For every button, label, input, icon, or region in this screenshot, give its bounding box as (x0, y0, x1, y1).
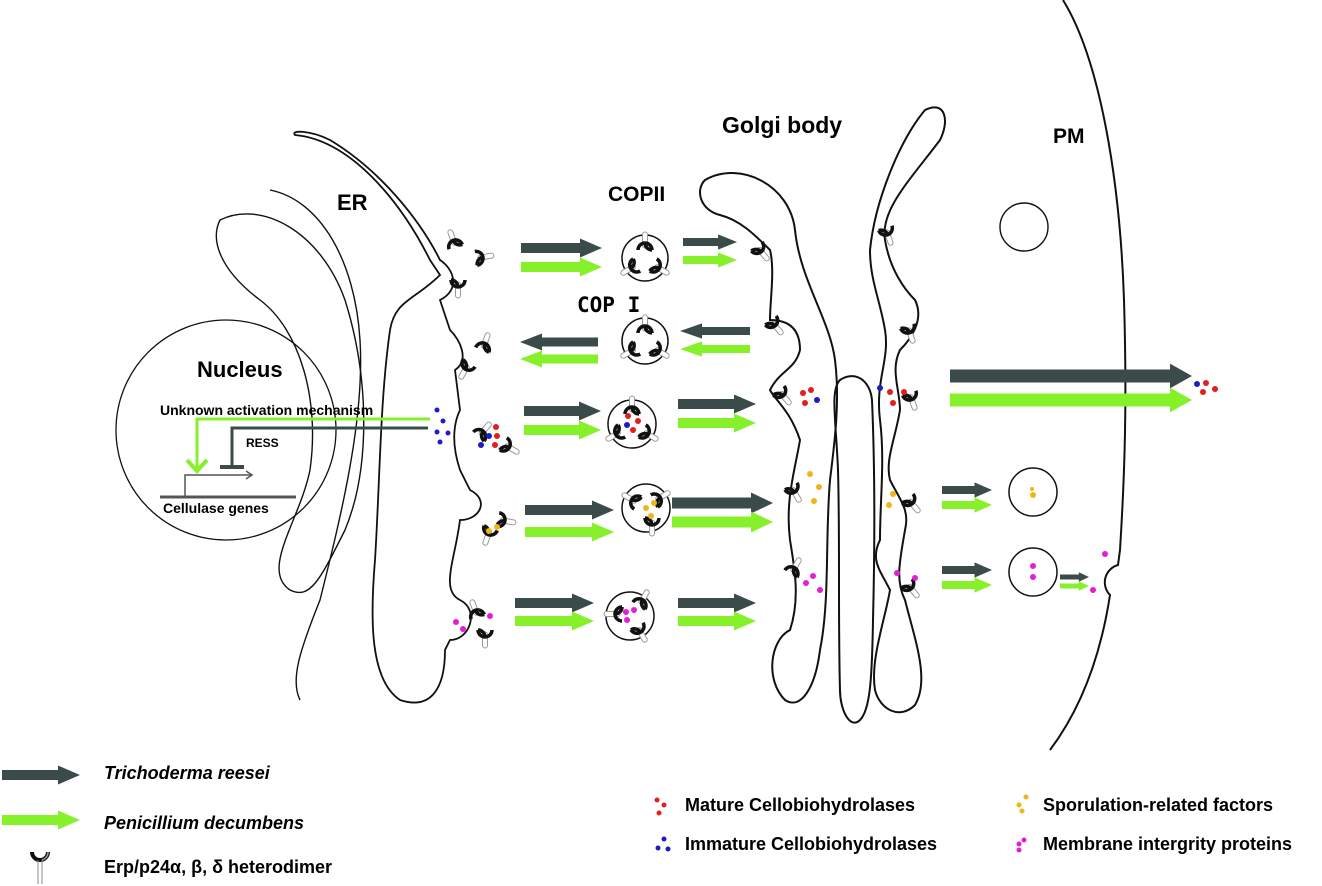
er-lobe-1 (215, 213, 365, 594)
legend-dots-immature (655, 836, 671, 852)
trichoderma-flow-arrow (520, 333, 598, 351)
trichoderma-flow-arrow (1060, 572, 1089, 582)
er-lobe-2 (293, 130, 482, 704)
secretory-vesicle-sporulation (1008, 467, 1058, 517)
penicillium-flow-arrow (683, 252, 737, 268)
penicillium-flow-arrow (680, 341, 750, 357)
trichoderma-flow-arrow (525, 500, 614, 520)
pm-label: PM (1053, 125, 1085, 148)
legend-label-immature: Immature Cellobiohydrolases (685, 834, 938, 854)
golgi-label: Golgi body (722, 112, 843, 138)
cellulase-genes-label: Cellulase genes (163, 500, 269, 516)
activation-arrowhead (185, 458, 209, 474)
penicillium-flow-arrow (524, 420, 601, 440)
penicillium-flow-arrow (1060, 581, 1089, 591)
legend-arrow-penicillium-shape (2, 810, 80, 830)
penicillium-flow-arrow (672, 511, 773, 533)
penicillium-flow-arrow (520, 350, 598, 368)
legend-label-trichoderma: Trichoderma reesei (104, 763, 270, 783)
unknown-mechanism-label: Unknown activation mechanism (160, 402, 374, 418)
trichoderma-flow-arrow (678, 394, 756, 414)
ress-repression-line (230, 426, 428, 466)
legend-label-membrane: Membrane intergrity proteins (1043, 834, 1293, 854)
trichoderma-flow-arrow (515, 593, 594, 613)
plasma-membrane (1049, 0, 1127, 751)
cbh-vesicle (600, 394, 664, 449)
trichoderma-flow-arrow (678, 593, 756, 613)
legend-receptor-icon (30, 851, 50, 884)
golgi-cisterna-3 (868, 106, 946, 714)
legend-dots-sporulation (1016, 794, 1029, 814)
penicillium-flow-arrow (942, 497, 992, 513)
penicillium-flow-arrow (678, 413, 756, 433)
sporulation-vesicle (616, 483, 676, 538)
legend-arrow-penicillium (2, 810, 80, 830)
membrane-protein-vesicle (602, 584, 656, 648)
flow-arrows (515, 234, 1192, 631)
legend-label-receptor: Erp/p24α, β, δ heterodimer (104, 857, 333, 877)
nucleus-label: Nucleus (197, 357, 283, 382)
penicillium-flow-arrow (678, 611, 756, 631)
copi-label: COP I (577, 293, 641, 317)
penicillium-flow-arrow (525, 522, 614, 542)
golgi-cisterna-2 (833, 375, 876, 724)
secretory-vesicle-membrane (1008, 547, 1058, 597)
ress-label: RESS (246, 436, 279, 450)
trichoderma-flow-arrow (942, 482, 992, 498)
trichoderma-flow-arrow (524, 401, 601, 421)
legend-dots-mature (654, 797, 667, 816)
legend-label-penicillium: Penicillium decumbens (104, 813, 305, 833)
legend-arrow-trichoderma (2, 765, 80, 785)
penicillium-flow-arrow (515, 611, 594, 631)
penicillium-activation-line (195, 417, 430, 468)
trichoderma-flow-arrow (680, 323, 750, 339)
legend-graphics (2, 765, 1029, 884)
legend-label-sporulation: Sporulation-related factors (1043, 795, 1274, 815)
nucleus-signaling (160, 417, 430, 499)
golgi-cisterna-1 (699, 172, 839, 704)
legend-label-mature: Mature Cellobiohydrolases (685, 795, 916, 815)
penicillium-flow-arrow (521, 257, 602, 277)
trichoderma-flow-arrow (521, 238, 602, 258)
trichoderma-flow-arrow (942, 562, 992, 578)
trichoderma-flow-arrow (683, 234, 737, 250)
copii-label: COPII (608, 183, 666, 206)
trichoderma-flow-arrow (950, 363, 1192, 389)
penicillium-flow-arrow (950, 387, 1192, 413)
promoter-arrow (184, 474, 252, 497)
copii-vesicle (615, 230, 675, 282)
legend-dots-membrane (1016, 837, 1027, 853)
nucleus-membrane (115, 319, 337, 541)
pm-vesicle-empty (999, 202, 1049, 252)
er-lobe-3 (269, 189, 362, 701)
penicillium-flow-arrow (942, 577, 992, 593)
copi-vesicle (615, 313, 675, 365)
legend-arrow-trichoderma-shape (2, 765, 80, 785)
cargo-dots (434, 380, 1218, 632)
er-label: ER (337, 190, 368, 215)
trichoderma-flow-arrow (672, 492, 773, 514)
